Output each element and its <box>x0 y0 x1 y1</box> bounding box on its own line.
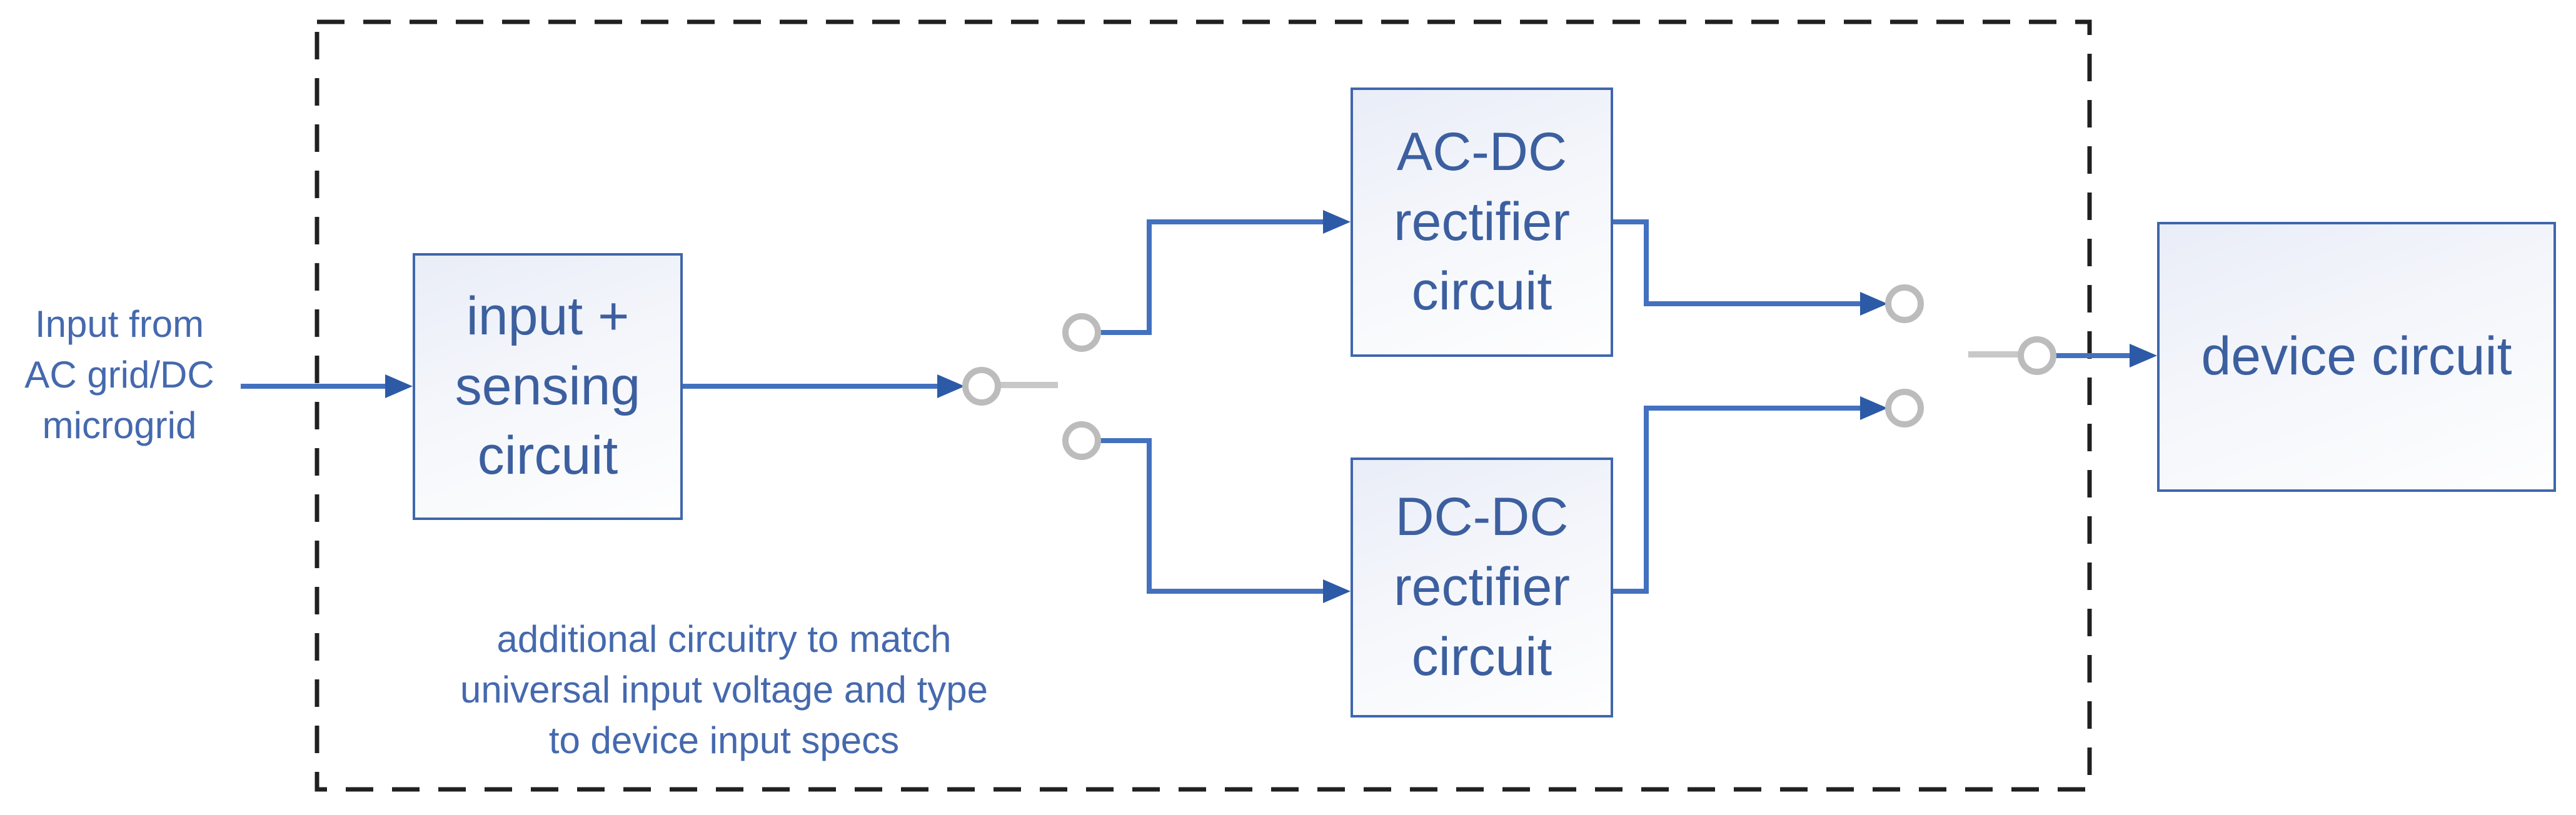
output-switch-contact-top-circle <box>1885 284 1924 323</box>
input-switch-contact-top-circle <box>1062 313 1101 352</box>
input-switch-pole-circle <box>962 367 1001 406</box>
output-switch-pole-circle <box>2018 336 2056 375</box>
input-sensing-circuit-label: input + sensing circuit <box>455 286 641 486</box>
arrowhead-dcdc-output <box>1860 396 1888 420</box>
input-arrowhead <box>385 374 413 398</box>
arrowhead-acdc-output <box>1860 292 1888 316</box>
arrowhead-into-device <box>2130 344 2157 368</box>
wire-switch-to-acdc <box>1091 219 1323 335</box>
acdc-rectifier-label: AC-DC rectifier circuit <box>1394 121 1570 322</box>
device-circuit-box: device circuit <box>2157 222 2556 492</box>
wire-dcdc-to-output-switch <box>1613 406 1860 594</box>
acdc-rectifier-box: AC-DC rectifier circuit <box>1351 88 1613 357</box>
dashed-boundary-box <box>314 19 2092 792</box>
wire-switch-to-dcdc <box>1091 438 1323 594</box>
input-source-label: Input from AC grid/DC microgrid <box>24 303 214 446</box>
arrowhead-into-dcdc <box>1323 579 1351 603</box>
input-sensing-circuit-box: input + sensing circuit <box>413 253 683 520</box>
dcdc-rectifier-box: DC-DC rectifier circuit <box>1351 458 1613 718</box>
input-switch-contact-bottom-circle <box>1062 421 1101 460</box>
wire-acdc-to-output-switch <box>1613 219 1860 306</box>
dcdc-rectifier-label: DC-DC rectifier circuit <box>1394 487 1570 687</box>
boundary-annotation: additional circuitry to match universal … <box>460 618 988 761</box>
output-switch-contact-bottom-circle <box>1885 389 1924 428</box>
arrowhead-sensing-to-switch <box>937 374 965 398</box>
arrowhead-into-acdc <box>1323 210 1351 234</box>
device-circuit-label: device circuit <box>2201 326 2512 387</box>
